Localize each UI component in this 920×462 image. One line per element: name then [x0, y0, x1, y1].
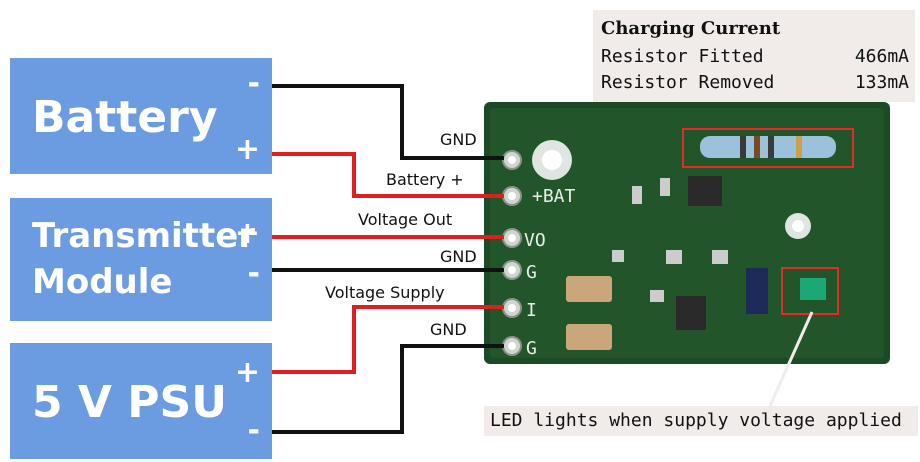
- resistor-removed-value: 133mA: [855, 72, 909, 93]
- wire-label-gnd-3: GND: [430, 320, 467, 339]
- wire-label-gnd-2: GND: [440, 247, 477, 266]
- wire-label-gnd-1: GND: [440, 130, 477, 149]
- transmitter-plus-sign: +: [235, 216, 260, 251]
- wire-label-battery-plus: Battery +: [386, 170, 464, 189]
- transmitter-label-line1: Transmitter: [32, 214, 255, 258]
- resistor-fitted-label: Resistor Fitted: [601, 46, 764, 67]
- resistor-removed-label: Resistor Removed: [601, 72, 774, 93]
- psu-label: 5 V PSU: [32, 377, 227, 428]
- wire-label-voltage-out: Voltage Out: [358, 210, 452, 229]
- wire-voltage-supply: [272, 307, 504, 372]
- resistor: [700, 136, 836, 158]
- transmitter-minus-sign: -: [248, 256, 260, 291]
- silk-bat: +BAT: [532, 186, 576, 207]
- transmitter-box: Transmitter Module + -: [10, 198, 272, 321]
- battery-label: Battery: [32, 92, 218, 143]
- led-caption: LED lights when supply voltage applied: [484, 406, 918, 436]
- battery-minus-sign: -: [248, 66, 260, 101]
- silk-g2: G: [526, 338, 537, 359]
- resistor-fitted-value: 466mA: [855, 46, 909, 67]
- psu-box: 5 V PSU + -: [10, 343, 272, 459]
- silk-vo: VO: [524, 230, 546, 251]
- charging-current-panel: Charging Current Resistor Fitted 466mA R…: [593, 10, 915, 102]
- silk-i: I: [526, 300, 537, 321]
- battery-plus-sign: +: [235, 132, 260, 167]
- psu-minus-sign: -: [248, 413, 260, 448]
- wire-label-voltage-supply: Voltage Supply: [325, 283, 445, 302]
- psu-plus-sign: +: [235, 355, 260, 390]
- battery-box: Battery - +: [10, 58, 272, 174]
- silk-g: G: [526, 262, 537, 283]
- wire-psu-gnd: [272, 346, 504, 432]
- transmitter-label-line2: Module: [32, 260, 172, 304]
- charging-title: Charging Current: [601, 18, 780, 39]
- led: [800, 278, 826, 300]
